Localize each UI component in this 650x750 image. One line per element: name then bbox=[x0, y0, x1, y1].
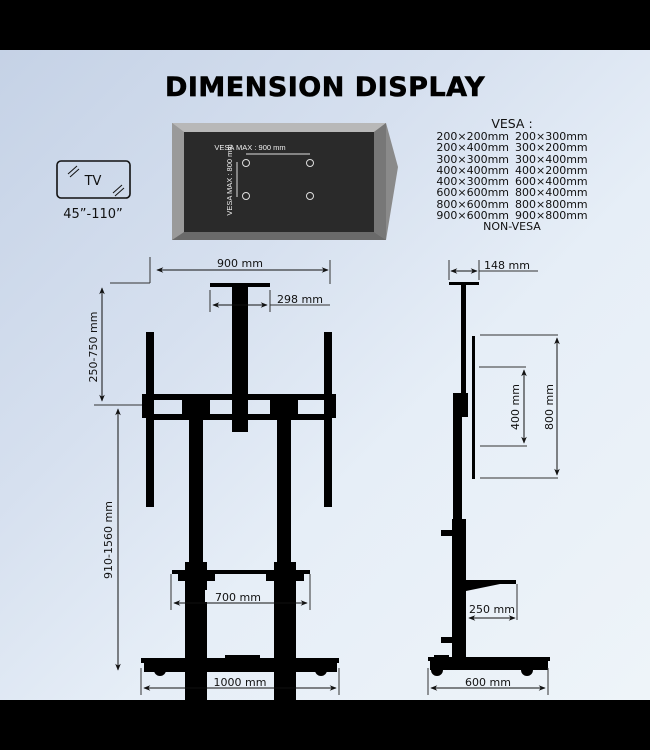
tv-label: TV bbox=[84, 174, 102, 189]
vesa-row: 400×400mm 400×200mm bbox=[424, 163, 600, 177]
dim-base-depth: 600 mm bbox=[465, 676, 511, 689]
dim-shelf-depth: 250 mm bbox=[469, 603, 515, 616]
dim-width-top: 900 mm bbox=[217, 257, 263, 270]
vesa-size: 200×400mm bbox=[436, 141, 509, 155]
side-view-dimensions: 148 mm 800 mm 400 mm 250 mm 600 mm bbox=[427, 259, 560, 695]
vesa-size: 300×200mm bbox=[515, 141, 588, 155]
vesa-row: 800×600mm 800×800mm bbox=[424, 197, 600, 211]
tv-size-range: 45”-110” bbox=[63, 207, 123, 222]
vesa-size: 900×600mm bbox=[436, 209, 509, 223]
vesa-size: 400×200mm bbox=[515, 163, 588, 177]
vesa-mount-plate: VESA MAX : 900 mm VESA MAX : 800 mm bbox=[172, 123, 398, 240]
dim-mount-height: 910-1560 mm bbox=[102, 501, 115, 579]
vesa-size: 300×300mm bbox=[436, 152, 509, 166]
vesa-size: 800×400mm bbox=[515, 186, 588, 200]
bottom-letterbox bbox=[0, 700, 650, 750]
page-title: DIMENSION DISPLAY bbox=[164, 72, 486, 104]
vesa-size: 400×300mm bbox=[436, 175, 509, 189]
front-view-stand bbox=[141, 283, 339, 700]
vesa-row: 600×600mm 800×400mm bbox=[424, 186, 600, 200]
vesa-row: 200×400mm 300×200mm bbox=[424, 141, 600, 155]
vesa-list-footer: NON-VESA bbox=[483, 220, 541, 234]
vesa-size: 400×400mm bbox=[436, 163, 509, 177]
vesa-row: 400×300mm 600×400mm bbox=[424, 175, 600, 189]
vesa-size: 200×300mm bbox=[515, 130, 588, 143]
vesa-list-header: VESA : bbox=[491, 116, 533, 131]
vesa-max-horizontal: VESA MAX : 900 mm bbox=[214, 143, 285, 152]
vesa-max-vertical: VESA MAX : 800 mm bbox=[225, 144, 234, 215]
diagram-svg: TV 45”-110” VESA MAX : 900 mm VESA MAX :… bbox=[56, 123, 560, 700]
vesa-row: 200×200mm 200×300mm bbox=[424, 130, 600, 143]
dim-bracket-outer: 800 mm bbox=[543, 384, 556, 430]
dim-top-plate-depth: 148 mm bbox=[484, 259, 530, 272]
vesa-size: 800×800mm bbox=[515, 197, 588, 211]
vesa-size: 800×600mm bbox=[436, 197, 509, 211]
dim-bracket-inner: 400 mm bbox=[509, 384, 522, 430]
vesa-size: 900×800mm bbox=[515, 209, 588, 223]
tv-icon: TV bbox=[56, 160, 131, 199]
dim-base-width: 1000 mm bbox=[214, 676, 267, 689]
vesa-size: 300×400mm bbox=[515, 152, 588, 166]
vesa-size: 600×400mm bbox=[515, 175, 588, 189]
front-view-dimensions: 900 mm 298 mm 250-750 mm 910-1560 mm 700… bbox=[87, 257, 340, 695]
vesa-row: 300×300mm 300×400mm bbox=[424, 152, 600, 166]
vesa-size: 200×200mm bbox=[436, 130, 509, 143]
top-letterbox bbox=[0, 0, 650, 50]
side-view-stand bbox=[428, 282, 550, 676]
dim-shelf-width: 700 mm bbox=[215, 591, 261, 604]
vesa-compatibility-list: VESA : 200×200mm 200×300mm 200×400mm 300×2… bbox=[424, 117, 600, 233]
dimension-diagram: DIMENSION DISPLAY TV 45”-110” bbox=[0, 50, 650, 700]
vesa-row: 900×600mm 900×800mm bbox=[424, 209, 600, 223]
dim-camera-height: 250-750 mm bbox=[87, 312, 100, 383]
dim-top-plate: 298 mm bbox=[277, 293, 323, 306]
vesa-size: 600×600mm bbox=[436, 186, 509, 200]
